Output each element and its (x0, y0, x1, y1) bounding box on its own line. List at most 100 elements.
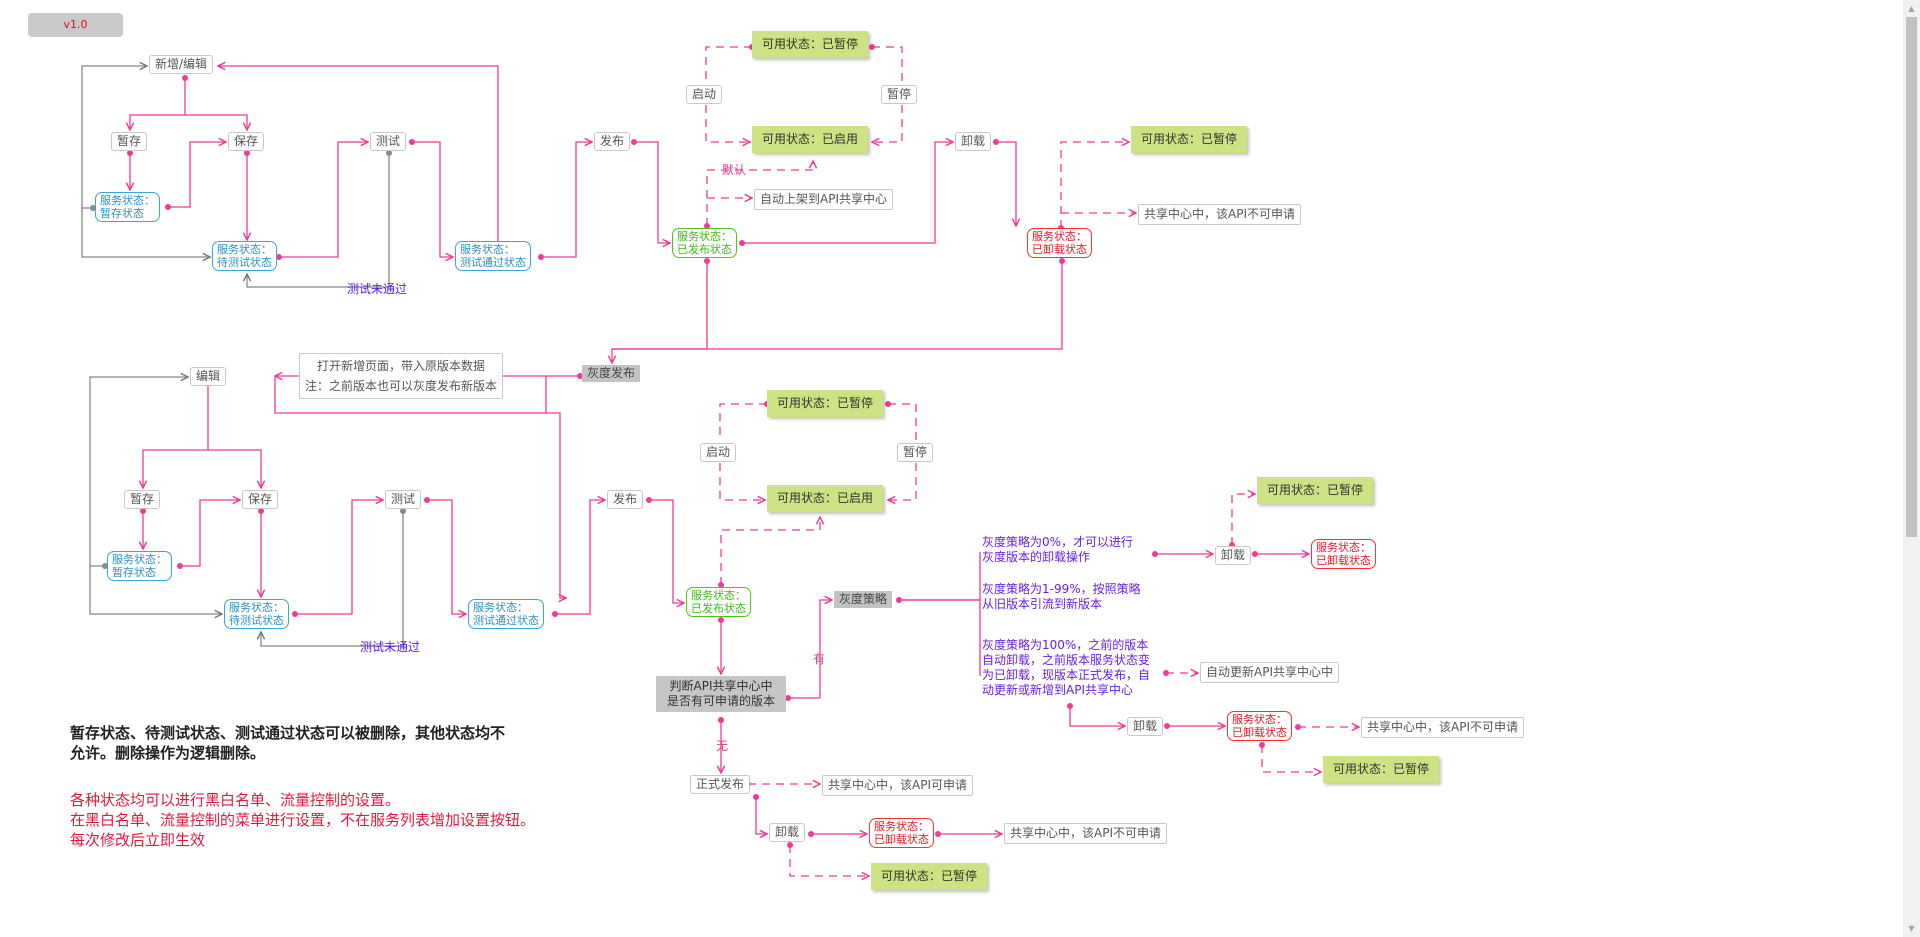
node-avail-enabled-2[interactable]: 可用状态：已启用 (767, 485, 884, 512)
scrollbar-thumb[interactable] (1906, 17, 1917, 537)
connector-line (1069, 706, 1125, 726)
node-auto-update-share[interactable]: 自动更新API共享中心中 (1200, 662, 1339, 683)
connector-line (279, 142, 368, 258)
node-publish-2[interactable]: 发布 (607, 490, 644, 509)
connector-line (720, 517, 820, 585)
node-unload[interactable]: 卸载 (955, 132, 992, 151)
node-svc-passed[interactable]: 服务状态： 测试通过状态 (455, 241, 531, 271)
connector-line (719, 403, 767, 441)
node-svc-unloaded-3[interactable]: 服务状态： 已卸载状态 (1227, 711, 1292, 741)
connector-dot (739, 240, 745, 246)
connector-dot (1163, 670, 1169, 676)
connector-dot (993, 139, 999, 145)
connector-dot (258, 508, 264, 514)
connector-dot (646, 497, 652, 503)
text-delete-rule: 暂存状态、待测试状态、测试通过状态可以被删除，其他状态均不允许。删除操作为逻辑删… (70, 724, 506, 762)
node-judge[interactable]: 判断API共享中心中 是否有可申请的版本 (656, 676, 786, 712)
text-strategy-0: 灰度策略为0%，才可以进行灰度版本的卸载操作 (982, 535, 1134, 564)
connector-dot (102, 563, 108, 569)
node-svc-pending[interactable]: 服务状态： 待测试状态 (212, 241, 277, 271)
connector-dot (1259, 742, 1265, 748)
connector-dot (631, 139, 637, 145)
scroll-up-arrow-icon[interactable]: ▲ (1908, 4, 1915, 13)
node-avail-paused-6[interactable]: 可用状态：已暂停 (871, 863, 988, 890)
connector-line (612, 261, 1063, 350)
node-auto-list[interactable]: 自动上架到API共享中心 (754, 189, 893, 210)
connector-line (872, 46, 903, 83)
node-tmp-save[interactable]: 暂存 (111, 132, 148, 151)
connector-line (546, 412, 566, 598)
connector-dot (718, 582, 724, 588)
node-svc-unloaded-2[interactable]: 服务状态： 已卸载状态 (1311, 539, 1376, 569)
connector-line (427, 499, 466, 614)
node-test[interactable]: 测试 (370, 132, 407, 151)
node-gray-release[interactable]: 灰度发布 (582, 365, 641, 382)
node-start[interactable]: 启动 (686, 85, 723, 104)
connector-line (742, 142, 953, 244)
node-svc-unloaded-4[interactable]: 服务状态： 已卸载状态 (869, 818, 934, 848)
node-publish[interactable]: 发布 (594, 132, 631, 151)
connector-dot (292, 611, 298, 617)
node-unload-4[interactable]: 卸载 (769, 823, 806, 842)
connector-line (555, 500, 605, 615)
node-share-not-applicable-3[interactable]: 共享中心中，该API不可申请 (1004, 823, 1167, 844)
connector-line (888, 463, 917, 500)
connector-line (872, 105, 903, 142)
node-svc-published[interactable]: 服务状态： 已发布状态 (672, 228, 737, 258)
connector-line (899, 599, 981, 676)
label-yes: 有 (813, 652, 826, 666)
vertical-scrollbar[interactable]: ▲ ▼ (1903, 0, 1920, 937)
connector-line (412, 141, 453, 257)
node-share-not-applicable-2[interactable]: 共享中心中，该API不可申请 (1361, 717, 1524, 738)
node-start-2[interactable]: 启动 (700, 443, 737, 462)
connector-dot (787, 842, 793, 848)
node-save[interactable]: 保存 (228, 132, 265, 151)
connector-line (218, 66, 499, 257)
text-settings-rule-1: 各种状态均可以进行黑白名单、流量控制的设置。 (70, 791, 401, 809)
connector-dot (409, 139, 415, 145)
connector-line (634, 141, 670, 243)
connector-dot (718, 717, 724, 723)
node-pause[interactable]: 暂停 (881, 85, 918, 104)
node-svc-draft[interactable]: 服务状态： 暂存状态 (95, 192, 160, 222)
node-unload-2[interactable]: 卸载 (1215, 546, 1252, 565)
node-edit[interactable]: 编辑 (190, 367, 227, 386)
node-avail-paused[interactable]: 可用状态：已暂停 (752, 31, 869, 58)
node-svc-passed-2[interactable]: 服务状态： 测试通过状态 (468, 599, 544, 629)
node-formal-release[interactable]: 正式发布 (690, 775, 751, 794)
node-svc-pending-2[interactable]: 服务状态： 待测试状态 (224, 599, 289, 629)
node-avail-paused-2[interactable]: 可用状态：已暂停 (1131, 126, 1248, 153)
node-create-edit[interactable]: 新增/编辑 (149, 55, 214, 74)
connector-dot (177, 563, 183, 569)
node-unload-3[interactable]: 卸载 (1127, 717, 1164, 736)
node-share-applicable[interactable]: 共享中心中，该API可申请 (822, 775, 973, 796)
text-settings-rule-3: 每次修改后立即生效 (70, 831, 206, 849)
connector-line (996, 141, 1016, 226)
connector-dot (1059, 258, 1065, 264)
node-avail-enabled[interactable]: 可用状态：已启用 (752, 126, 869, 153)
connector-line (541, 142, 592, 258)
connector-line (89, 377, 188, 567)
node-svc-published-2[interactable]: 服务状态： 已发布状态 (686, 587, 751, 617)
scroll-down-arrow-icon[interactable]: ▼ (1908, 924, 1915, 933)
connector-dot (785, 695, 791, 701)
label-default: 默认 (722, 163, 747, 177)
connector-line (180, 500, 240, 567)
node-test-2[interactable]: 测试 (385, 490, 422, 509)
node-svc-draft-2[interactable]: 服务状态： 暂存状态 (107, 551, 172, 581)
node-avail-paused-5[interactable]: 可用状态：已暂停 (1323, 756, 1440, 783)
connector-line (705, 105, 750, 142)
connector-line (705, 46, 752, 83)
node-save-2[interactable]: 保存 (242, 490, 279, 509)
node-tmp-save-2[interactable]: 暂存 (124, 490, 161, 509)
node-share-not-applicable[interactable]: 共享中心中，该API不可申请 (1138, 204, 1301, 225)
node-avail-paused-3[interactable]: 可用状态：已暂停 (767, 390, 884, 417)
node-gray-strategy[interactable]: 灰度策略 (834, 591, 893, 608)
connector-line (208, 449, 261, 488)
node-pause-2[interactable]: 暂停 (897, 443, 934, 462)
node-avail-paused-4[interactable]: 可用状态：已暂停 (1257, 477, 1374, 504)
connector-line (612, 261, 708, 363)
node-svc-unloaded[interactable]: 服务状态： 已卸载状态 (1027, 228, 1092, 258)
connector-line (81, 66, 147, 209)
